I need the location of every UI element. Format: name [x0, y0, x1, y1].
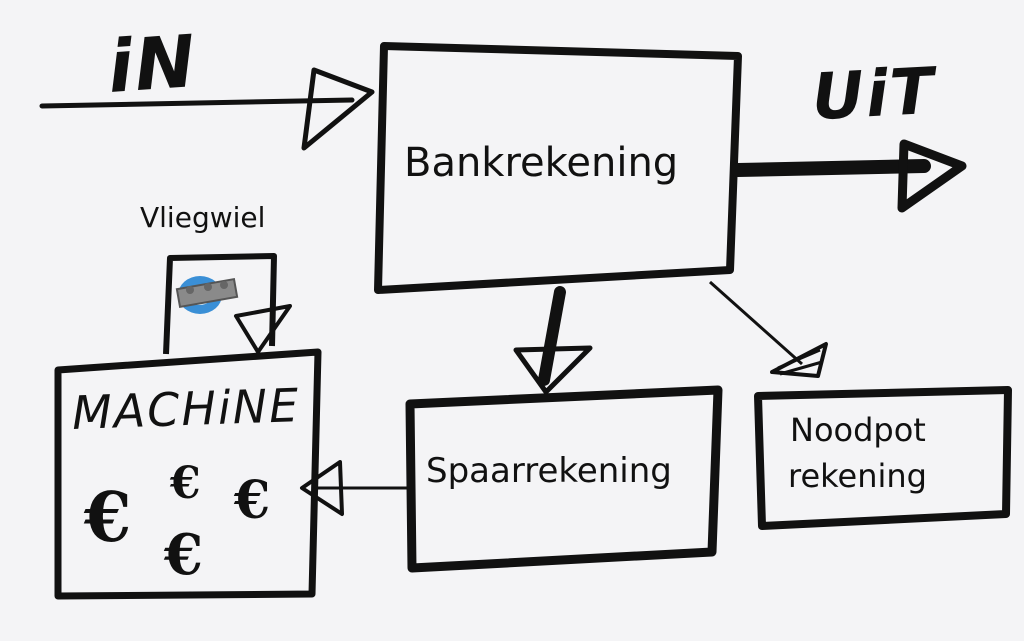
euro-symbol-3: €: [234, 470, 271, 531]
in-label: iN: [105, 19, 200, 109]
euro-symbol-2: €: [170, 458, 201, 509]
bank-account-label: Bankrekening: [404, 140, 679, 186]
out-arrow: [731, 139, 967, 213]
flywheel-loop: [163, 253, 292, 355]
flywheel-label: Vliegwiel: [140, 201, 266, 234]
machine-box: [54, 348, 322, 600]
machine-label: MACHiNE: [71, 378, 301, 440]
out-label: UiT: [810, 54, 938, 136]
emergency-fund-label-line1: Noodpot: [790, 411, 926, 449]
euro-symbol-4: €: [164, 522, 203, 588]
bank-account-box: [374, 42, 742, 294]
bank-to-savings-arrow: [513, 286, 593, 395]
savings-account-box: [405, 385, 723, 573]
bank-to-emergency-arrow: [709, 280, 828, 378]
emergency-fund-box: [754, 386, 1012, 530]
euro-symbol-1: €: [84, 478, 132, 558]
savings-to-machine-arrow: [300, 460, 412, 516]
flywheel-image: [175, 276, 239, 314]
in-arrow: [39, 67, 375, 151]
emergency-fund-label-line2: rekening: [788, 457, 927, 495]
savings-account-label: Spaarrekening: [426, 451, 672, 491]
